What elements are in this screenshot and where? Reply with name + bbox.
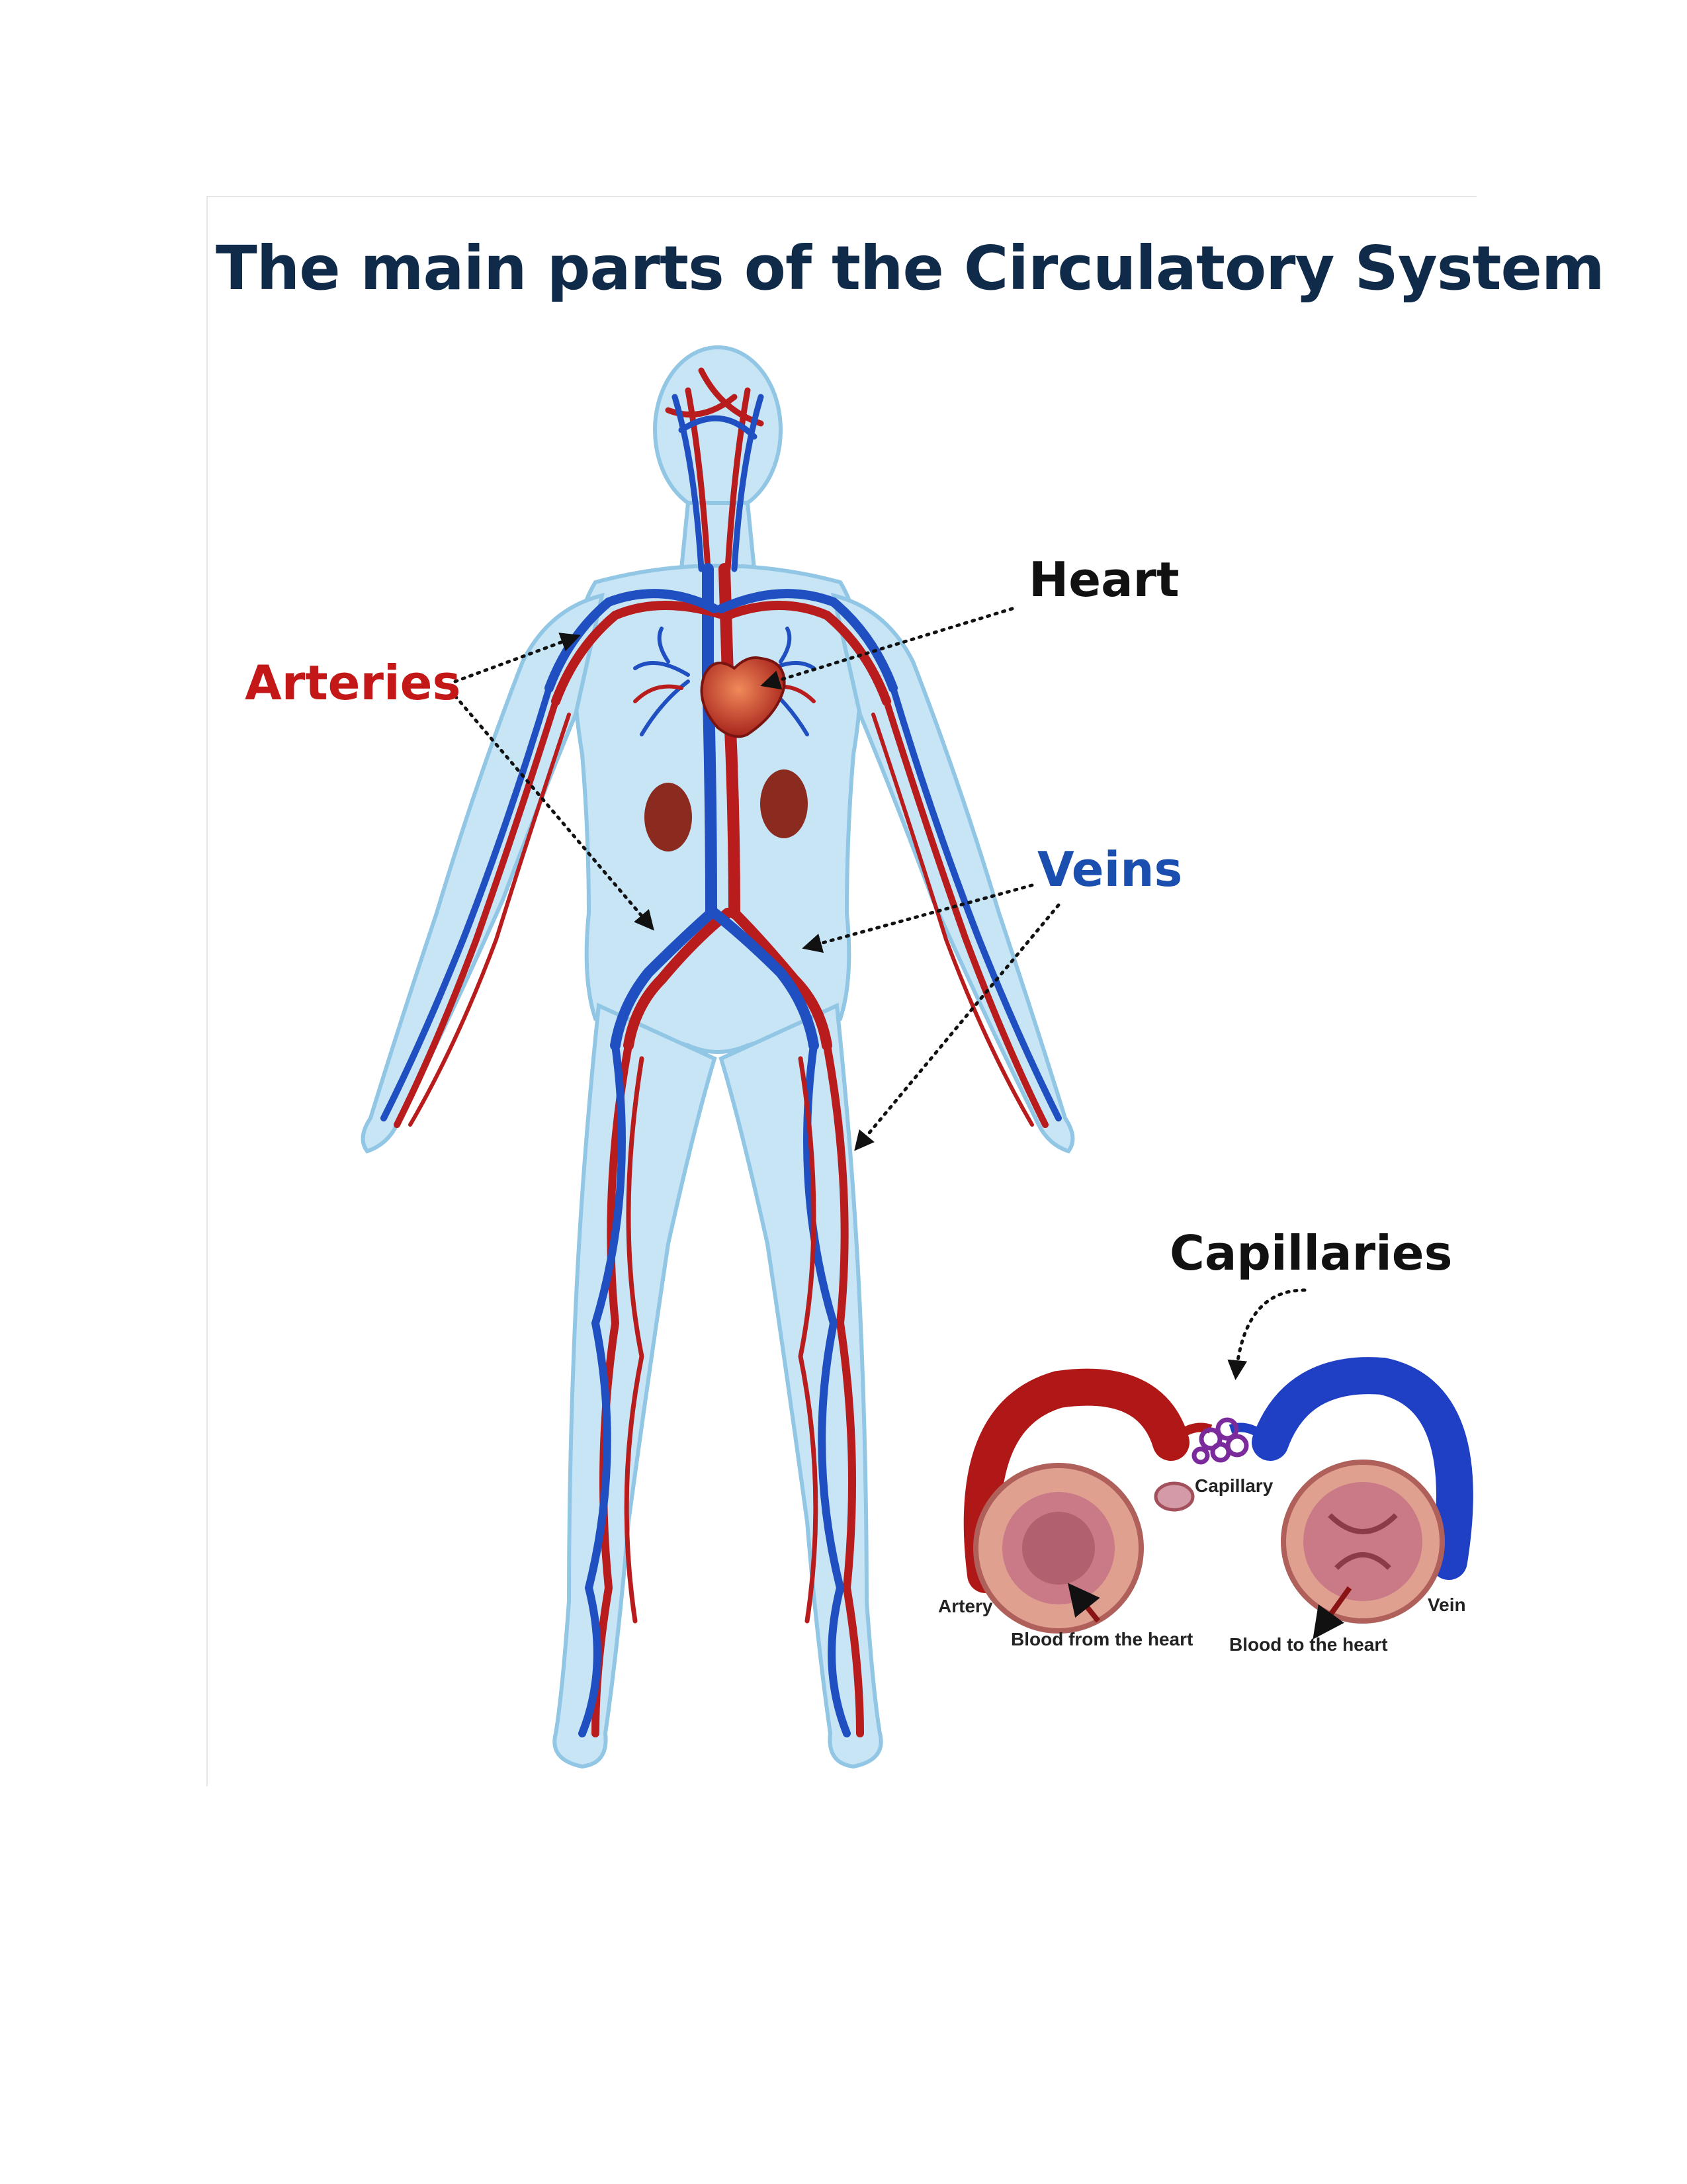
- capillary-inset: [963, 1357, 1473, 1639]
- inset-label-artery: Artery: [938, 1596, 993, 1616]
- inset-label-blood-from-heart: Blood from the heart: [1011, 1629, 1193, 1649]
- inset-label-capillary: Capillary: [1195, 1475, 1274, 1496]
- artery-cross-section: [973, 1463, 1144, 1634]
- inset-label-blood-to-heart: Blood to the heart: [1229, 1634, 1388, 1655]
- kidneys: [644, 769, 808, 852]
- inset-label-vein: Vein: [1428, 1594, 1466, 1615]
- pointer-lines: [453, 607, 1307, 1380]
- label-arteries: Arteries: [245, 655, 461, 711]
- figure-frame: [206, 196, 1477, 1786]
- label-veins: Veins: [1037, 842, 1183, 897]
- vein-cross-section: [1281, 1460, 1445, 1624]
- page-title: The main parts of the Circulatory System: [216, 233, 1605, 304]
- capillary-bed: [1191, 1417, 1249, 1465]
- label-capillaries: Capillaries: [1170, 1225, 1453, 1281]
- label-heart: Heart: [1029, 552, 1180, 607]
